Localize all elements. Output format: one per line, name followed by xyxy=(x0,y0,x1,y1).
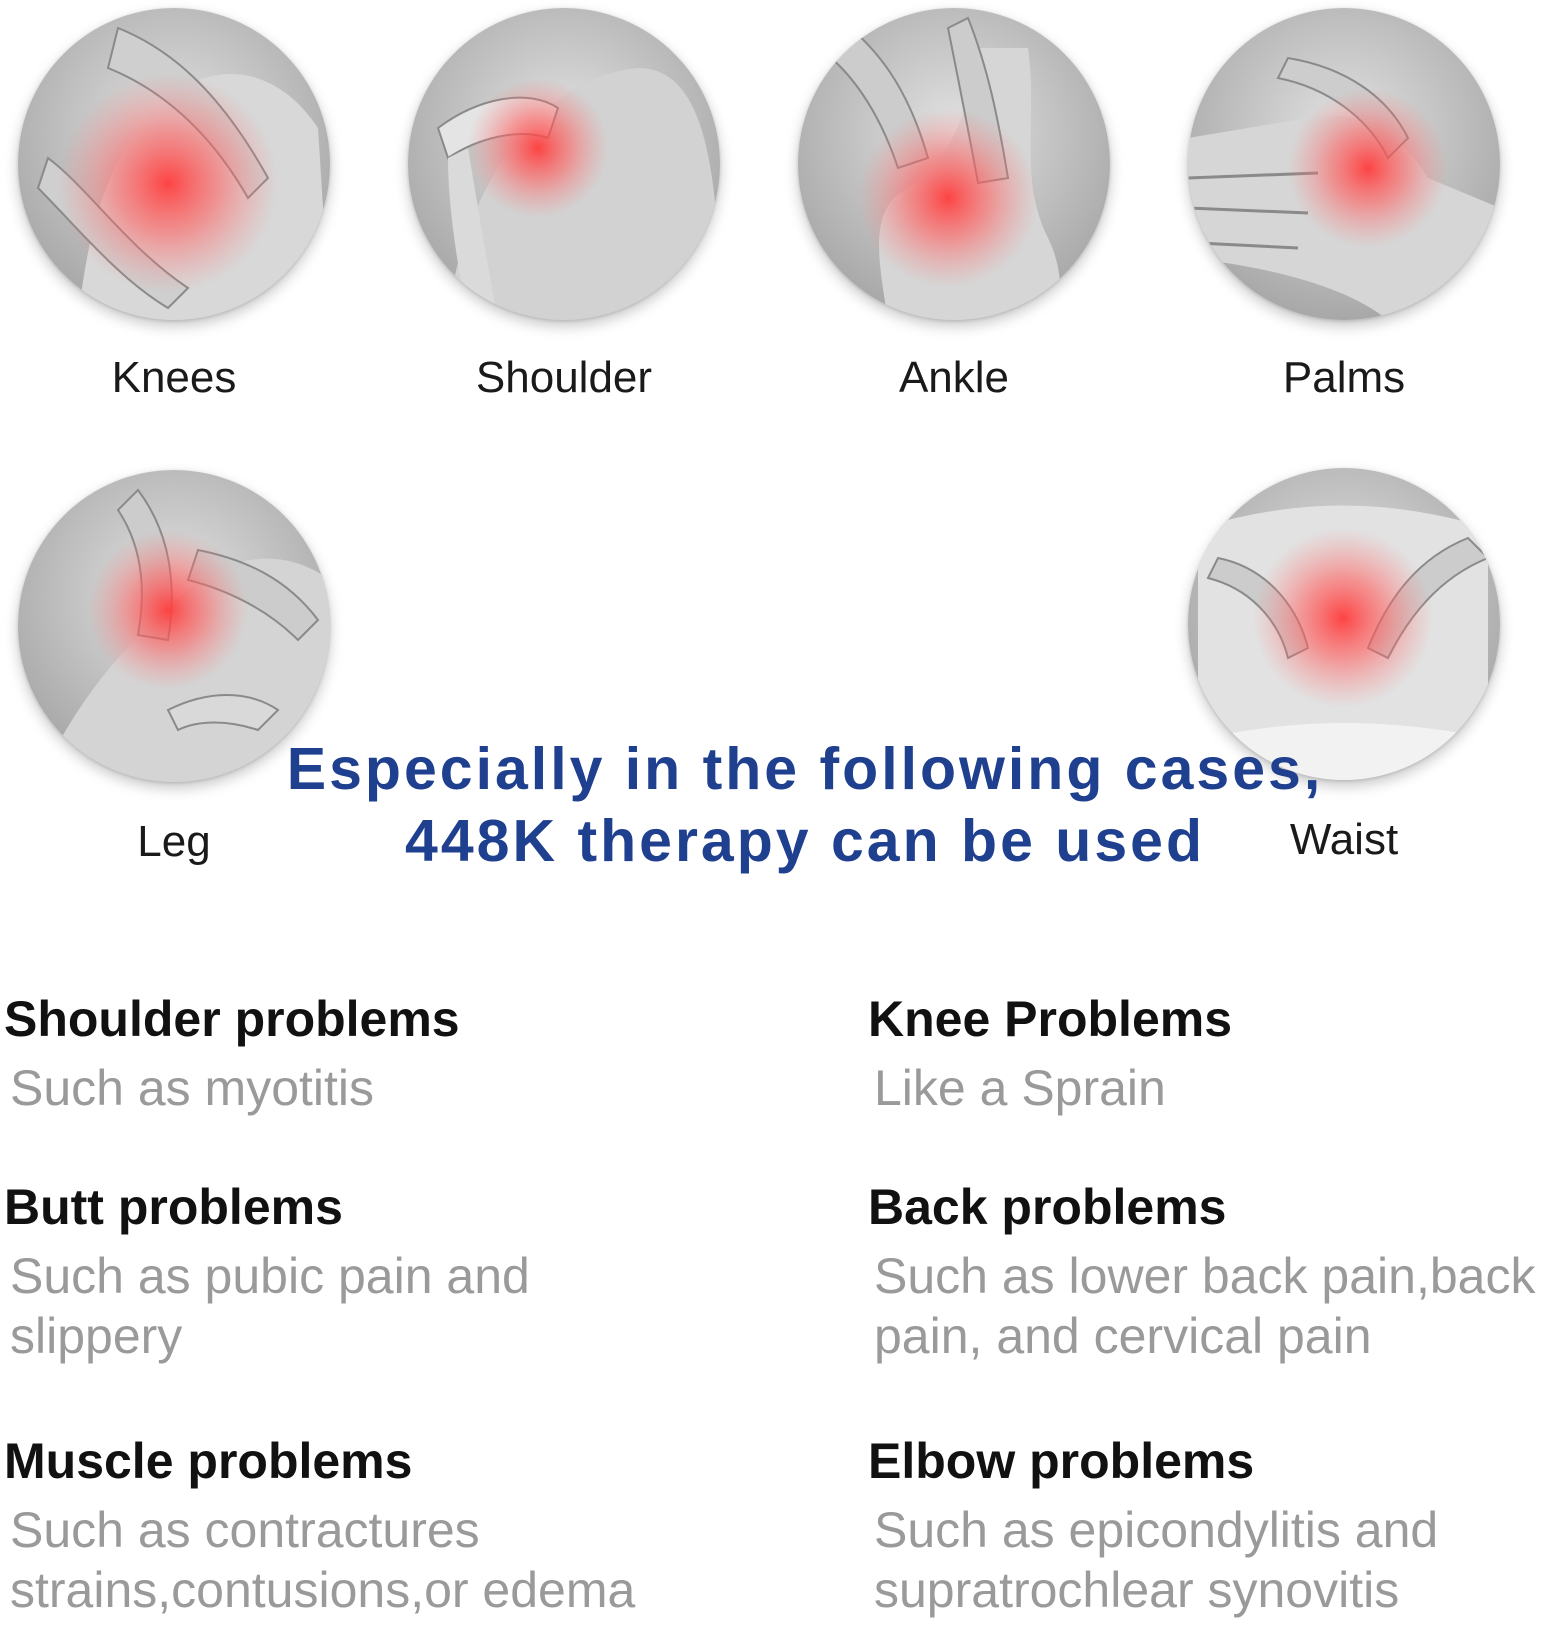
shoulder-pain-image xyxy=(408,8,720,320)
shoulder-pain-icon xyxy=(408,8,720,320)
waist-pain-icon xyxy=(1188,468,1500,780)
problem-description: Such as myotitis xyxy=(10,1060,375,1116)
problem-description: Like a Sprain xyxy=(874,1060,1166,1116)
problem-title: Knee Problems xyxy=(868,991,1233,1047)
leg-pain-icon xyxy=(18,470,330,782)
problem-description: Such as pubic pain and slippery xyxy=(10,1248,530,1364)
knee-pain-image xyxy=(18,8,330,320)
ankle-pain-image xyxy=(798,8,1110,320)
problem-title: Shoulder problems xyxy=(4,991,460,1047)
palm-pain-image xyxy=(1188,8,1500,320)
headline-line-2: 448K therapy can be used xyxy=(405,808,1205,874)
ankle-pain-icon xyxy=(798,8,1110,320)
problem-title: Muscle problems xyxy=(4,1433,413,1489)
problem-title: Back problems xyxy=(868,1179,1227,1235)
problem-description: Such as contractures strains,contusions,… xyxy=(10,1502,636,1618)
body-part-label: Knees xyxy=(111,353,237,402)
body-part-label: Shoulder xyxy=(475,353,653,402)
leg-pain-image xyxy=(18,470,330,782)
body-part-label: Palms xyxy=(1282,353,1406,402)
body-part-label: Ankle xyxy=(898,353,1010,402)
body-part-label: Leg xyxy=(137,817,211,866)
waist-pain-image xyxy=(1188,468,1500,780)
body-part-label: Waist xyxy=(1289,815,1399,864)
problem-description: Such as epicondylitis and supratrochlear… xyxy=(874,1502,1439,1618)
problem-title: Butt problems xyxy=(4,1179,343,1235)
palm-pain-icon xyxy=(1188,8,1500,320)
problem-title: Elbow problems xyxy=(868,1433,1255,1489)
headline-line-1: Especially in the following cases, xyxy=(286,736,1324,802)
knee-pain-icon xyxy=(18,8,330,320)
problem-description: Such as lower back pain,back pain, and c… xyxy=(874,1248,1536,1364)
